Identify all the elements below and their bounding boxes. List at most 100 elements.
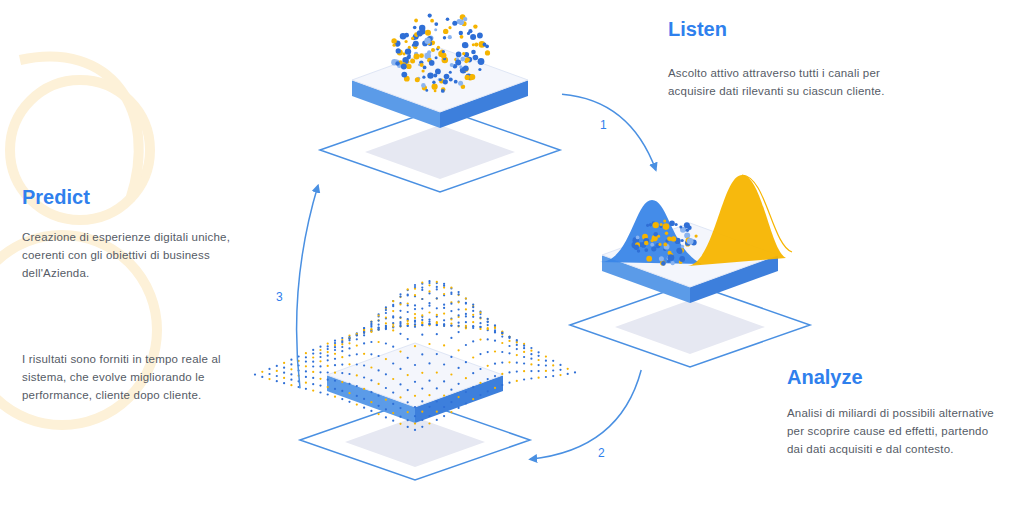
data-dot	[417, 30, 423, 36]
mesh-dot	[305, 361, 307, 363]
mesh-dot	[319, 365, 321, 367]
mesh-dot	[516, 339, 518, 341]
mesh-dot	[385, 387, 387, 389]
mesh-dot	[501, 332, 503, 334]
mesh-dot	[494, 329, 496, 331]
mesh-dot	[305, 370, 307, 372]
mesh-dot	[334, 342, 336, 344]
mesh-dot	[283, 367, 285, 369]
mesh-dot	[494, 327, 496, 329]
data-dot	[432, 84, 438, 90]
mesh-dot	[268, 368, 270, 370]
dot-mesh	[254, 280, 576, 431]
mesh-dot	[341, 381, 343, 383]
mesh-dot	[465, 302, 467, 304]
mesh-dot	[501, 332, 503, 334]
mesh-dot	[370, 353, 372, 355]
mesh-dot	[450, 317, 452, 319]
mesh-dot	[327, 393, 329, 395]
mesh-dot	[479, 317, 481, 319]
mesh-dot	[356, 395, 358, 397]
mesh-dot	[421, 321, 423, 323]
data-dot	[684, 222, 690, 228]
data-dot	[405, 48, 411, 54]
data-dot	[470, 34, 476, 40]
mesh-dot	[414, 308, 416, 310]
mesh-dot	[305, 365, 307, 367]
mesh-dot	[348, 347, 350, 349]
mesh-dot	[523, 351, 525, 353]
data-dot	[478, 68, 481, 71]
mesh-dot	[370, 341, 372, 343]
data-dot	[430, 19, 434, 23]
data-dot	[440, 50, 444, 54]
mesh-dot	[414, 326, 416, 328]
mesh-dot	[305, 356, 307, 358]
mesh-dot	[378, 383, 380, 385]
mesh-dot	[494, 350, 496, 352]
data-dot	[459, 31, 463, 35]
data-dot	[660, 223, 663, 226]
mesh-dot	[334, 340, 336, 342]
mesh-dot	[385, 309, 387, 311]
mesh-dot	[290, 384, 292, 386]
data-dot	[427, 72, 433, 78]
mesh-dot	[363, 342, 365, 344]
data-dot	[657, 235, 660, 238]
mesh-dot	[458, 331, 460, 333]
mesh-dot	[370, 401, 372, 403]
mesh-dot	[465, 361, 467, 363]
data-dot	[432, 81, 435, 84]
mesh-dot	[414, 284, 416, 286]
mesh-dot	[552, 375, 554, 377]
mesh-dot	[392, 420, 394, 422]
mesh-dot	[436, 411, 438, 413]
mesh-dot	[421, 411, 423, 413]
mesh-dot	[443, 304, 445, 306]
mesh-dot	[443, 395, 445, 397]
mesh-dot	[458, 383, 460, 385]
mesh-dot	[356, 363, 358, 365]
mesh-dot	[407, 304, 409, 306]
mesh-dot	[319, 346, 321, 348]
mesh-dot	[407, 319, 409, 321]
data-dot	[452, 21, 457, 26]
mesh-dot	[450, 287, 452, 289]
mesh-dot	[268, 378, 270, 380]
mesh-dot	[436, 400, 438, 402]
mesh-dot	[399, 293, 401, 295]
mesh-dot	[436, 321, 438, 323]
mesh-dot	[450, 401, 452, 403]
mesh-dot	[392, 378, 394, 380]
mesh-dot	[443, 283, 445, 285]
mesh-dot	[363, 327, 365, 329]
mesh-dot	[458, 396, 460, 398]
data-dot	[400, 33, 406, 39]
mesh-dot	[407, 389, 409, 391]
data-dot	[413, 26, 417, 30]
data-dot	[434, 28, 437, 31]
mesh-dot	[494, 326, 496, 328]
mesh-dot	[458, 349, 460, 351]
mesh-dot	[428, 290, 430, 292]
mesh-dot	[458, 301, 460, 303]
data-dot	[458, 81, 463, 86]
data-dot	[463, 65, 469, 71]
mesh-dot	[370, 321, 372, 323]
mesh-dot	[334, 353, 336, 355]
data-dot	[439, 78, 442, 81]
mesh-dot	[421, 322, 423, 324]
mesh-dot	[334, 358, 336, 360]
mesh-dot	[516, 341, 518, 343]
mesh-dot	[479, 326, 481, 328]
mesh-dot	[414, 345, 416, 347]
mesh-dot	[319, 349, 321, 351]
mesh-dot	[450, 373, 452, 375]
data-dot	[460, 57, 465, 62]
data-dot	[687, 238, 694, 245]
mesh-dot	[363, 353, 365, 355]
mesh-dot	[290, 363, 292, 365]
mesh-dot	[501, 384, 503, 386]
mesh-dot	[392, 412, 394, 414]
